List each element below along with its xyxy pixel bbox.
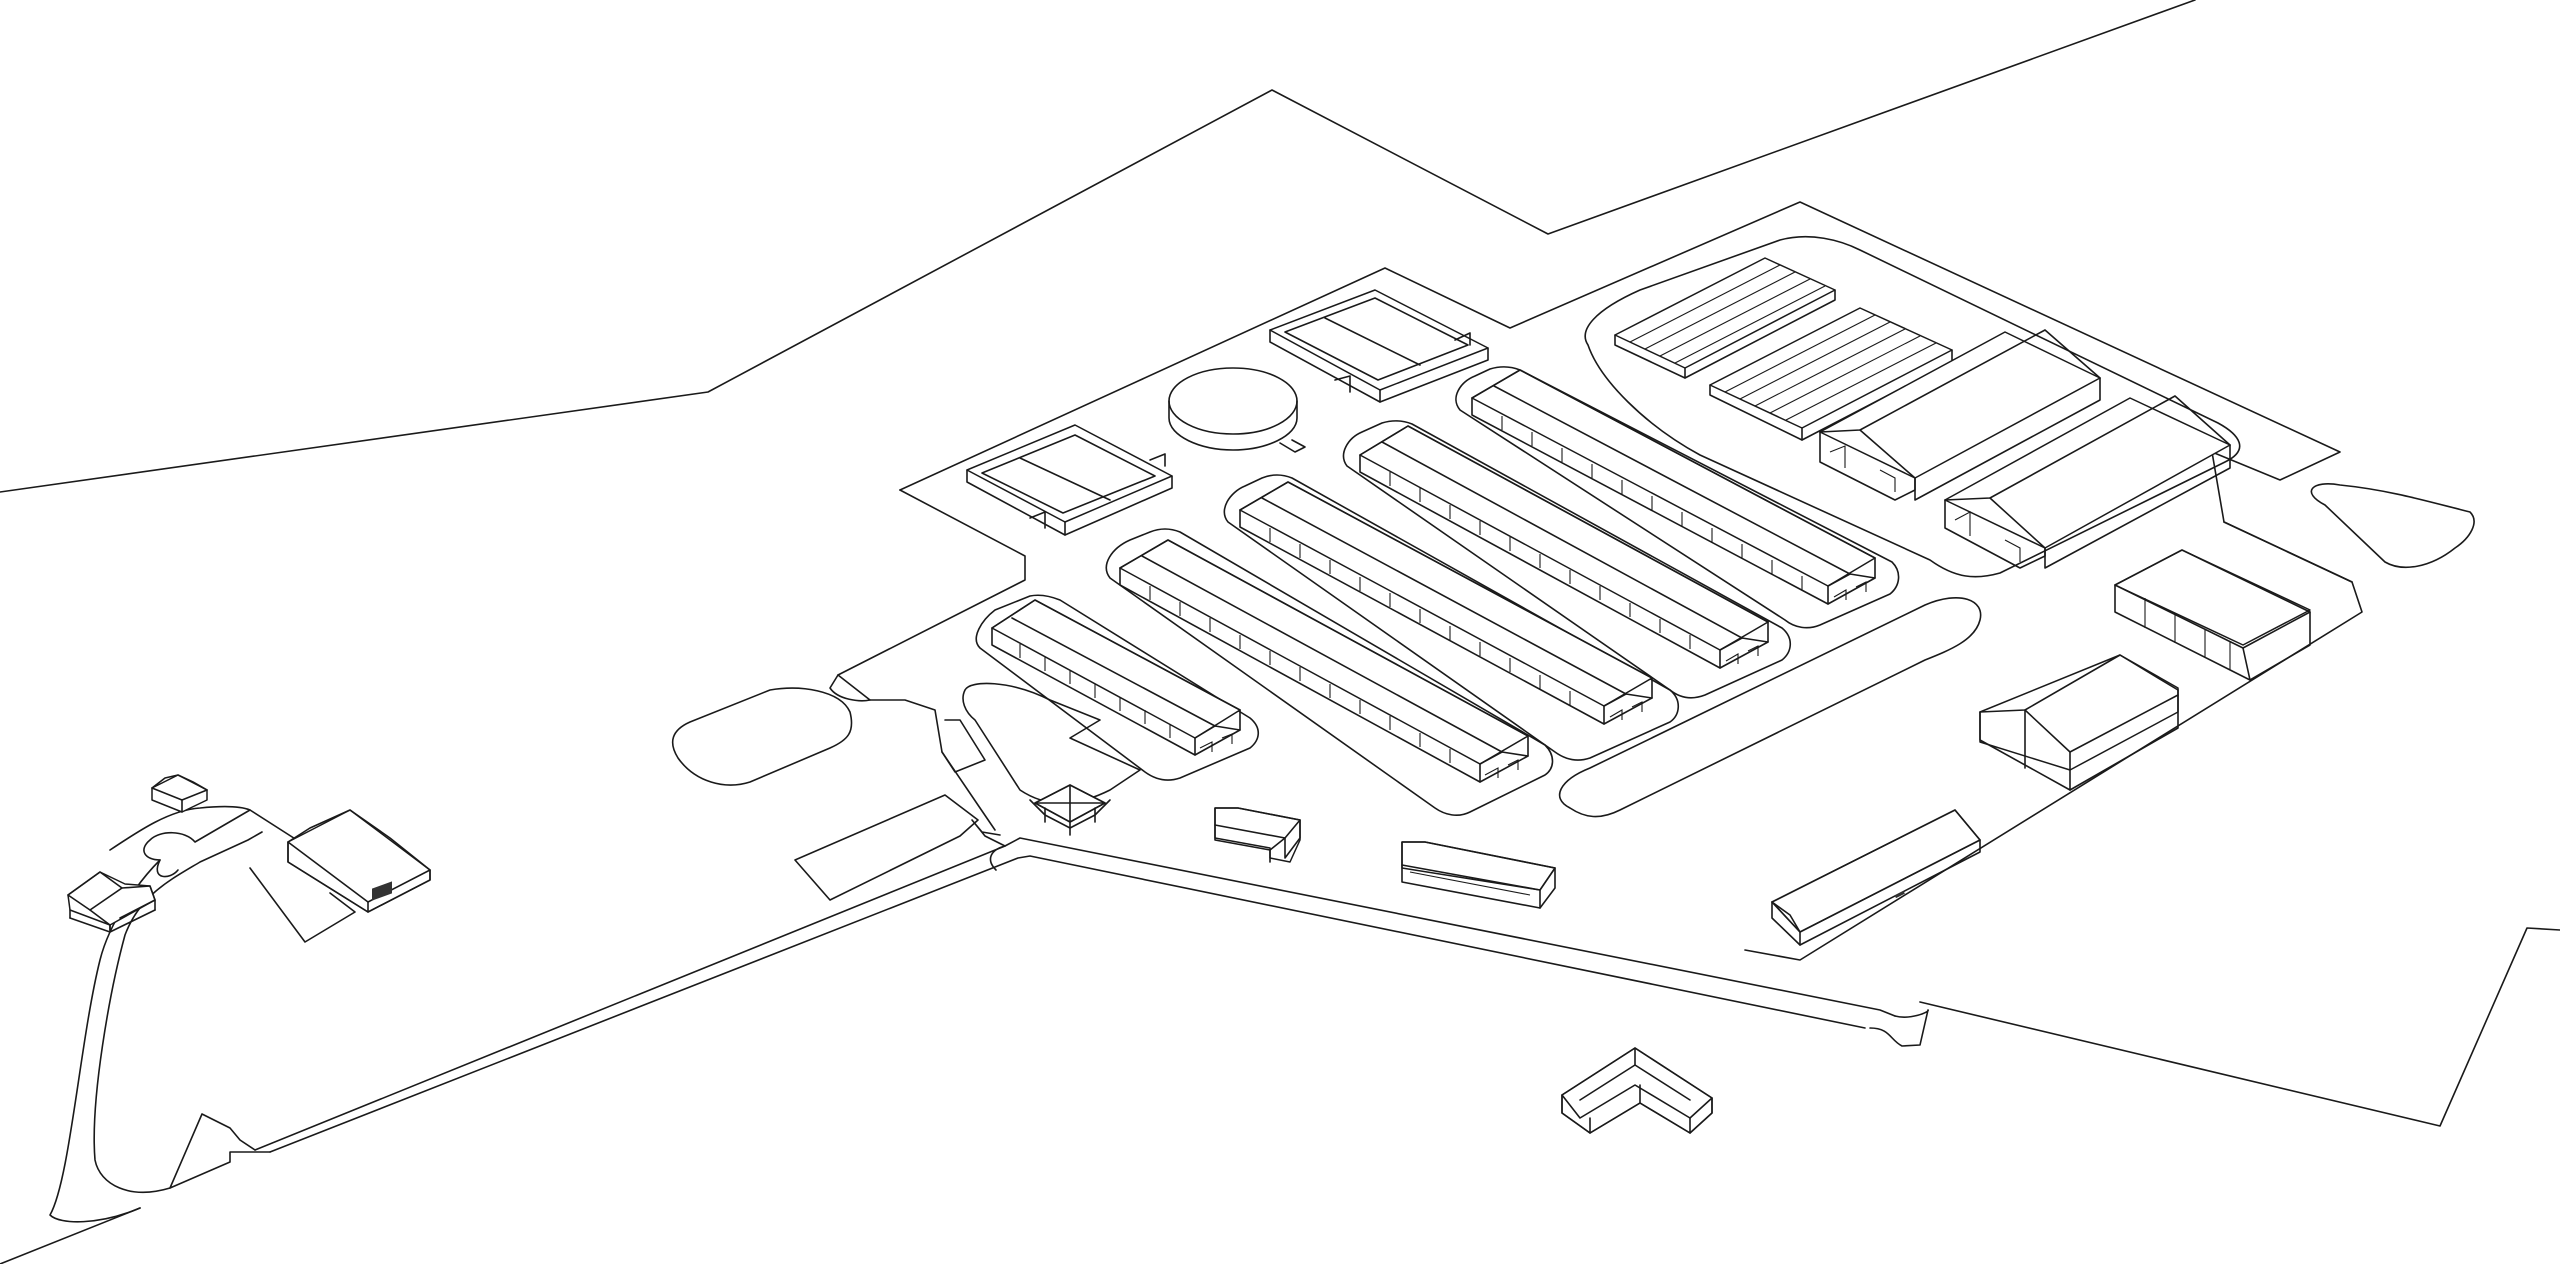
barn-upper-right-1 — [1819, 329, 2101, 501]
barn-row-d — [1359, 425, 1769, 669]
barn-row-b — [1119, 539, 1529, 783]
long-barn-lower-right — [1771, 809, 1981, 946]
barn-upper-right-2 — [1944, 395, 2231, 569]
upper-right-pad — [1584, 235, 2241, 578]
house-south-l — [1561, 1047, 1713, 1134]
gable-barn-right — [1979, 654, 2179, 791]
shed-road-1 — [1214, 807, 1301, 863]
round-tank — [1168, 367, 1306, 453]
pen-upper-center — [1269, 289, 1489, 403]
row-structure-2 — [1709, 307, 1953, 441]
house-left-small — [151, 774, 208, 813]
pole-barn-right — [2114, 549, 2311, 681]
house-left-barn — [287, 809, 431, 913]
right-roadways — [1558, 483, 2475, 818]
left-driveway — [49, 805, 356, 1223]
barn-row-a — [991, 599, 1241, 756]
barn-row-e — [1471, 369, 1876, 605]
gazebo — [1029, 784, 1111, 836]
pen-left-center — [966, 424, 1173, 536]
shed-road-2 — [1401, 841, 1556, 909]
access-road — [169, 819, 1929, 1189]
barn-pads — [975, 366, 1900, 817]
barn-row-c — [1239, 481, 1653, 725]
row-structure-1 — [1614, 257, 1836, 379]
house-left-gable — [67, 871, 156, 933]
